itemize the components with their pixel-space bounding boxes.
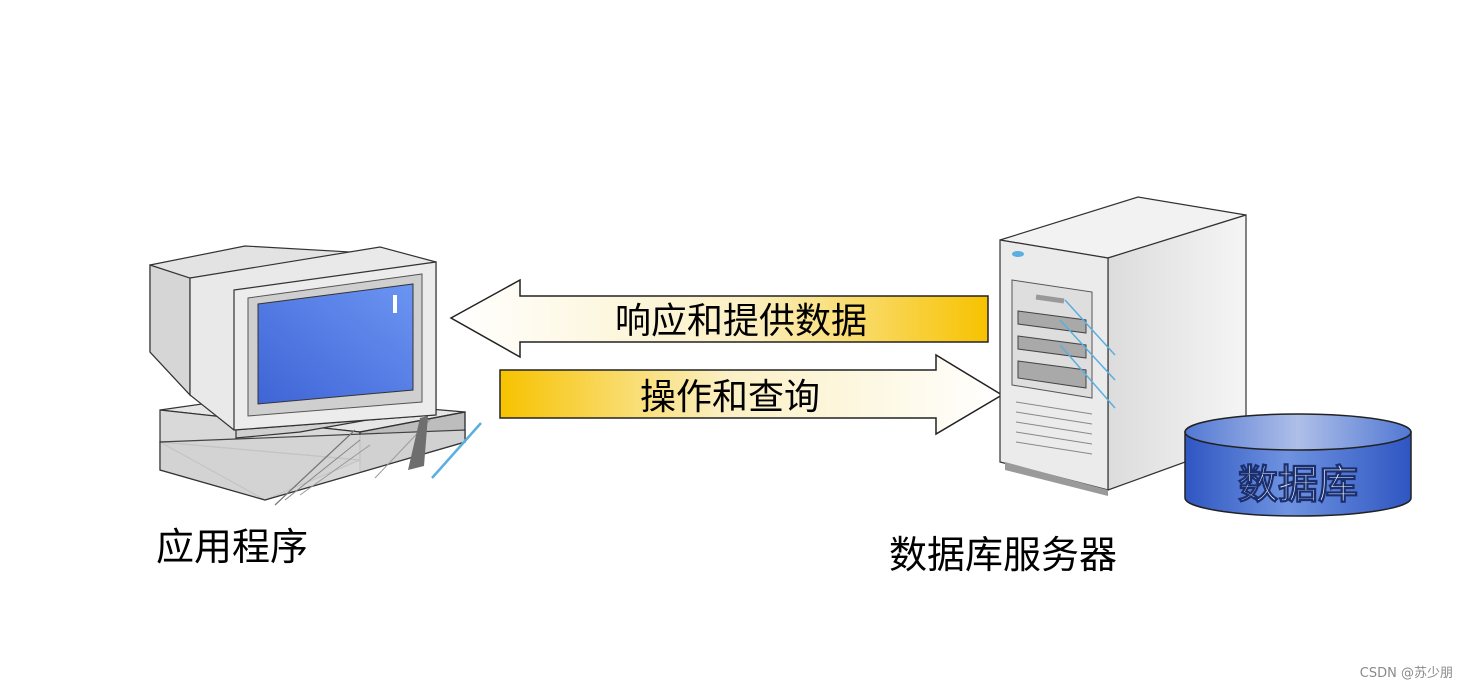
server-tower-icon (999, 196, 1247, 496)
database-label: 数据库 (1238, 462, 1358, 508)
request-arrow (499, 353, 1004, 436)
client-label: 应用程序 (156, 525, 309, 569)
database-cylinder-icon (1184, 413, 1412, 517)
server-label: 数据库服务器 (889, 533, 1118, 577)
desktop-computer-icon (149, 245, 482, 506)
response-arrow-label: 响应和提供数据 (615, 301, 867, 342)
response-arrow (449, 278, 989, 359)
request-arrow-label: 操作和查询 (640, 377, 820, 418)
watermark: CSDN @苏少朋 (1359, 666, 1453, 681)
